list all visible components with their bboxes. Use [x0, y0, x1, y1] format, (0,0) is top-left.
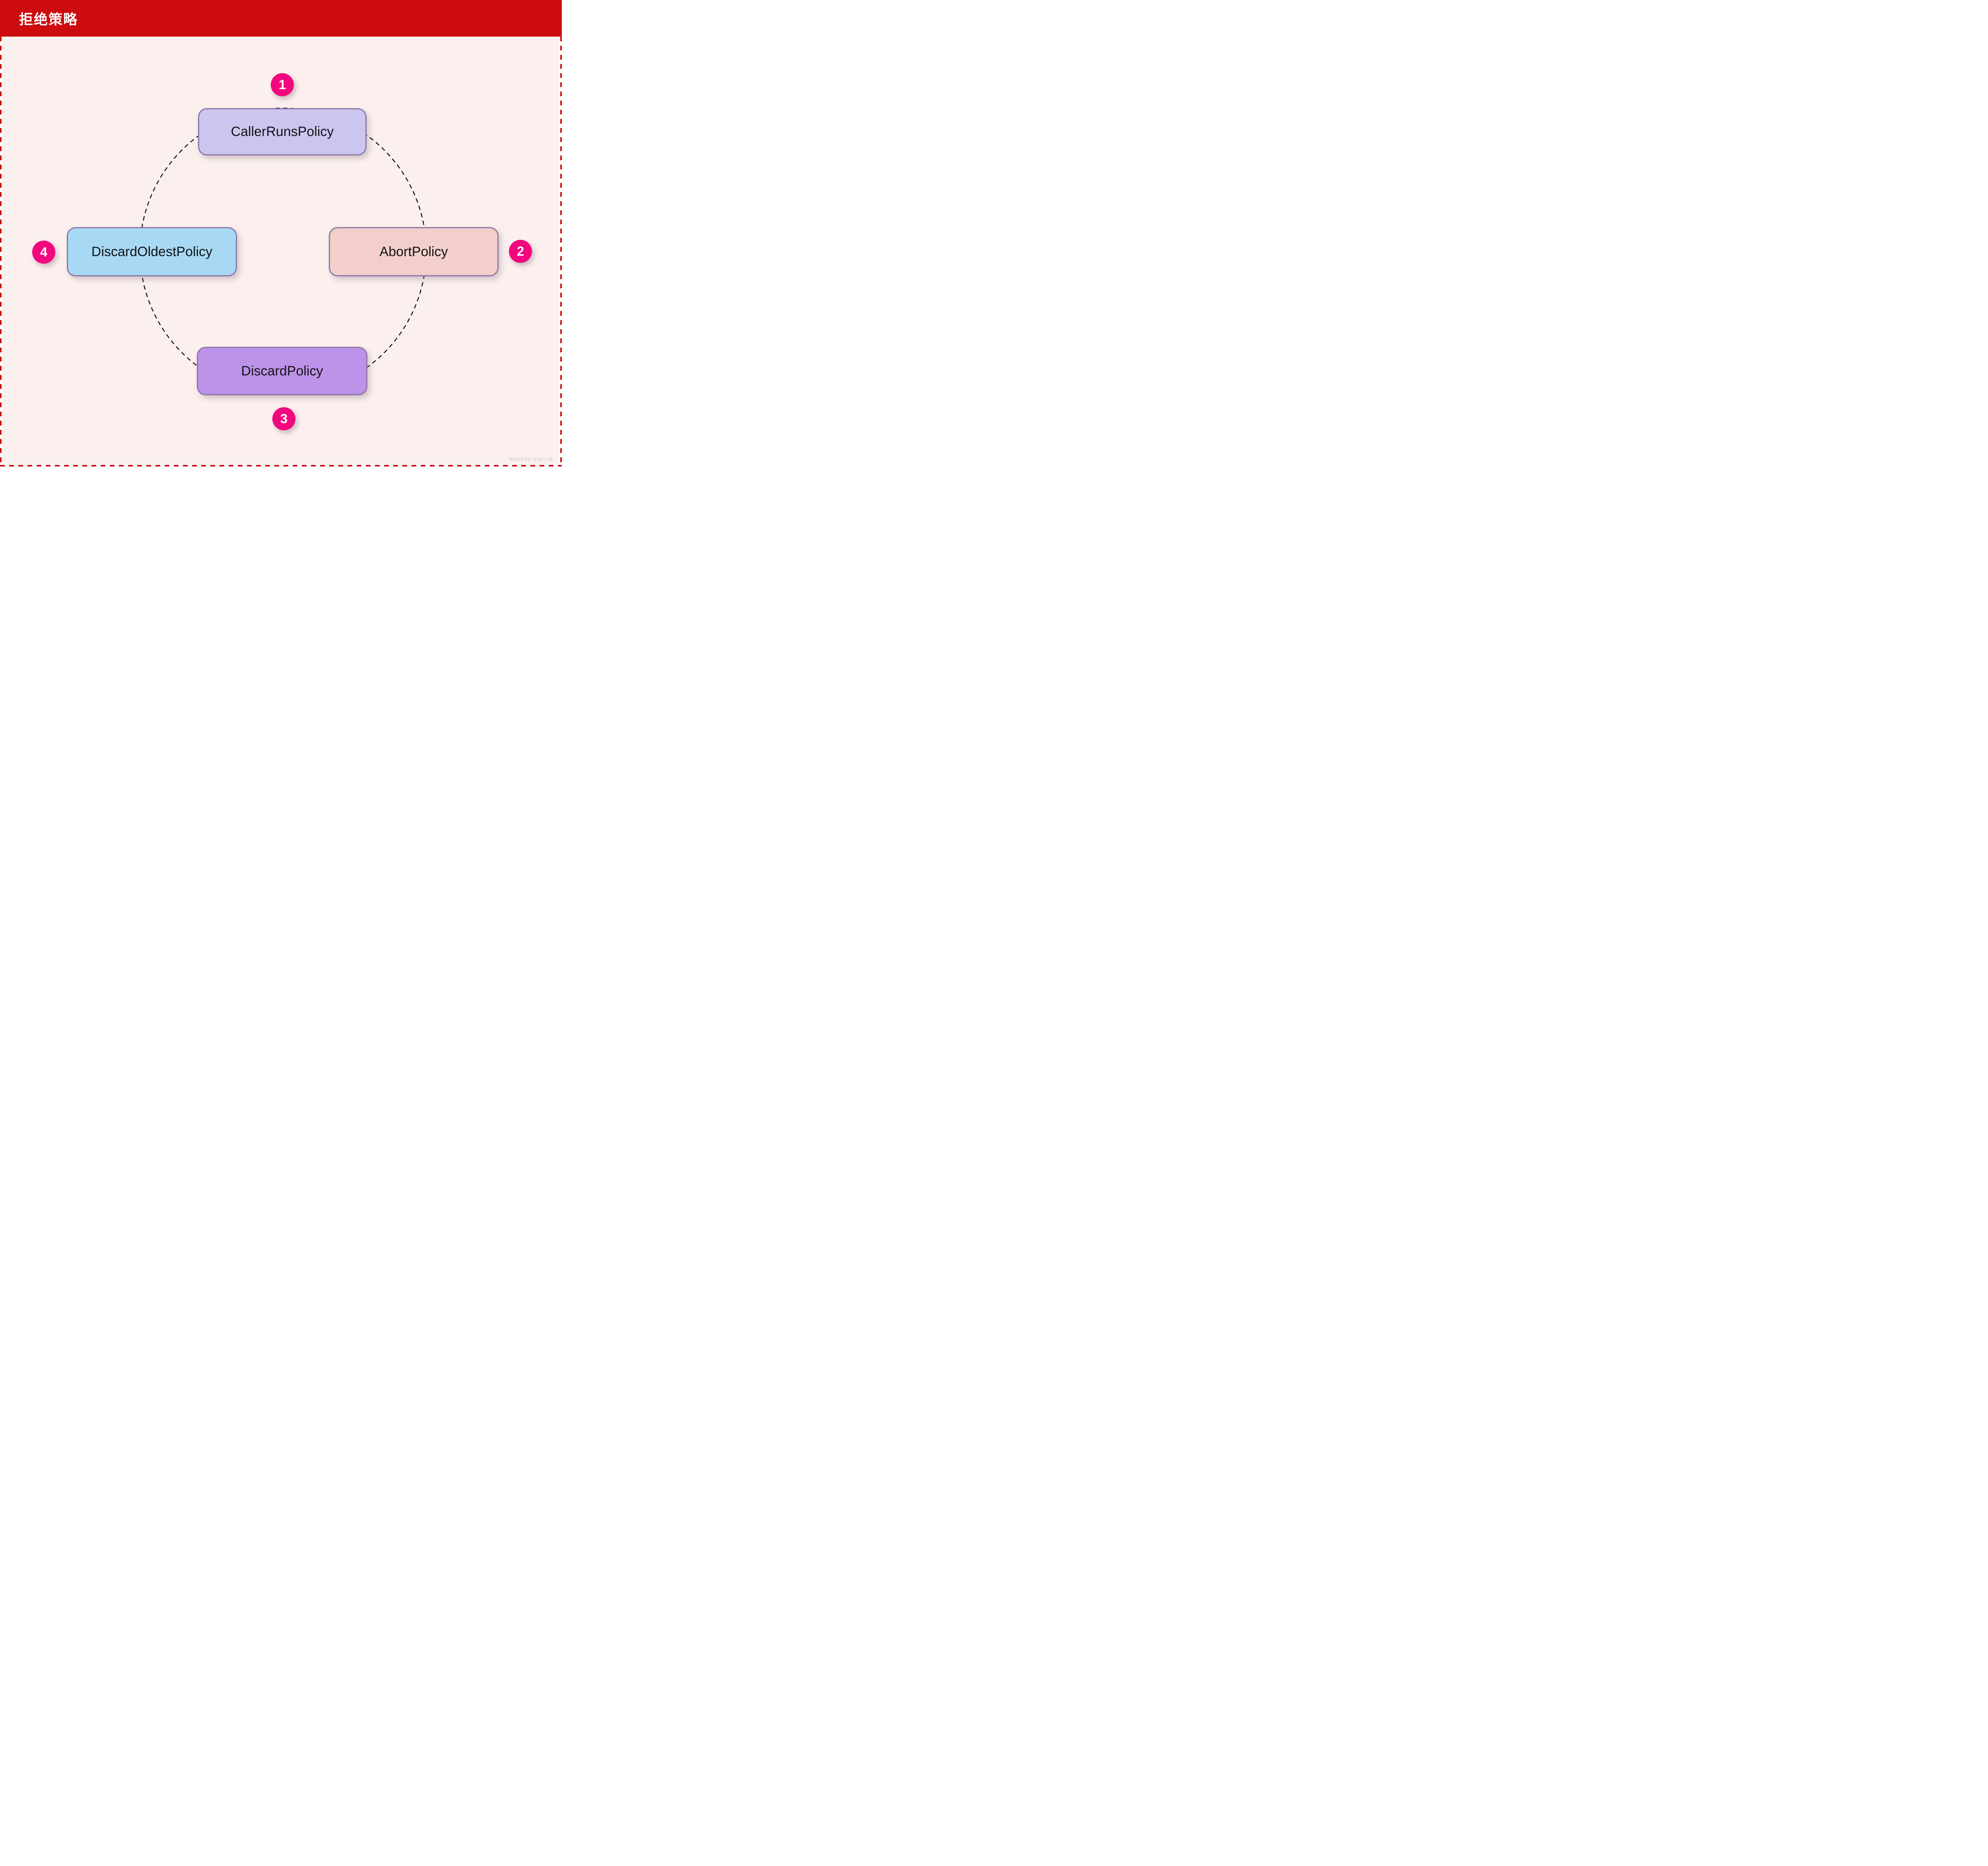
badge-number-4: 4 — [32, 241, 55, 264]
page-title: 拒绝策略 — [19, 12, 78, 27]
node-discard-policy: DiscardPolicy — [197, 347, 367, 395]
node-discard-oldest-policy: DiscardOldestPolicy — [67, 227, 237, 276]
dashed-frame-left — [0, 37, 2, 466]
page: 拒绝策略 CallerRunsPolicy AbortPolicy Discar… — [0, 0, 562, 466]
diagram-canvas: CallerRunsPolicy AbortPolicy DiscardPoli… — [0, 37, 562, 466]
badge-number-2: 2 — [509, 240, 532, 263]
badge-number-1: 1 — [271, 73, 294, 96]
node-label: DiscardOldestPolicy — [91, 244, 213, 259]
node-abort-policy: AbortPolicy — [329, 227, 499, 276]
dashed-frame-right — [560, 37, 562, 466]
watermark: 掘金技术社区 @ 知行小栈 — [509, 457, 553, 461]
badge-number-3: 3 — [272, 407, 295, 430]
node-caller-runs-policy: CallerRunsPolicy — [198, 108, 367, 156]
header-bar: 拒绝策略 — [0, 0, 562, 37]
dashed-frame-bottom — [0, 465, 562, 466]
node-label: CallerRunsPolicy — [231, 124, 334, 139]
node-label: AbortPolicy — [379, 244, 448, 259]
node-label: DiscardPolicy — [241, 363, 323, 379]
